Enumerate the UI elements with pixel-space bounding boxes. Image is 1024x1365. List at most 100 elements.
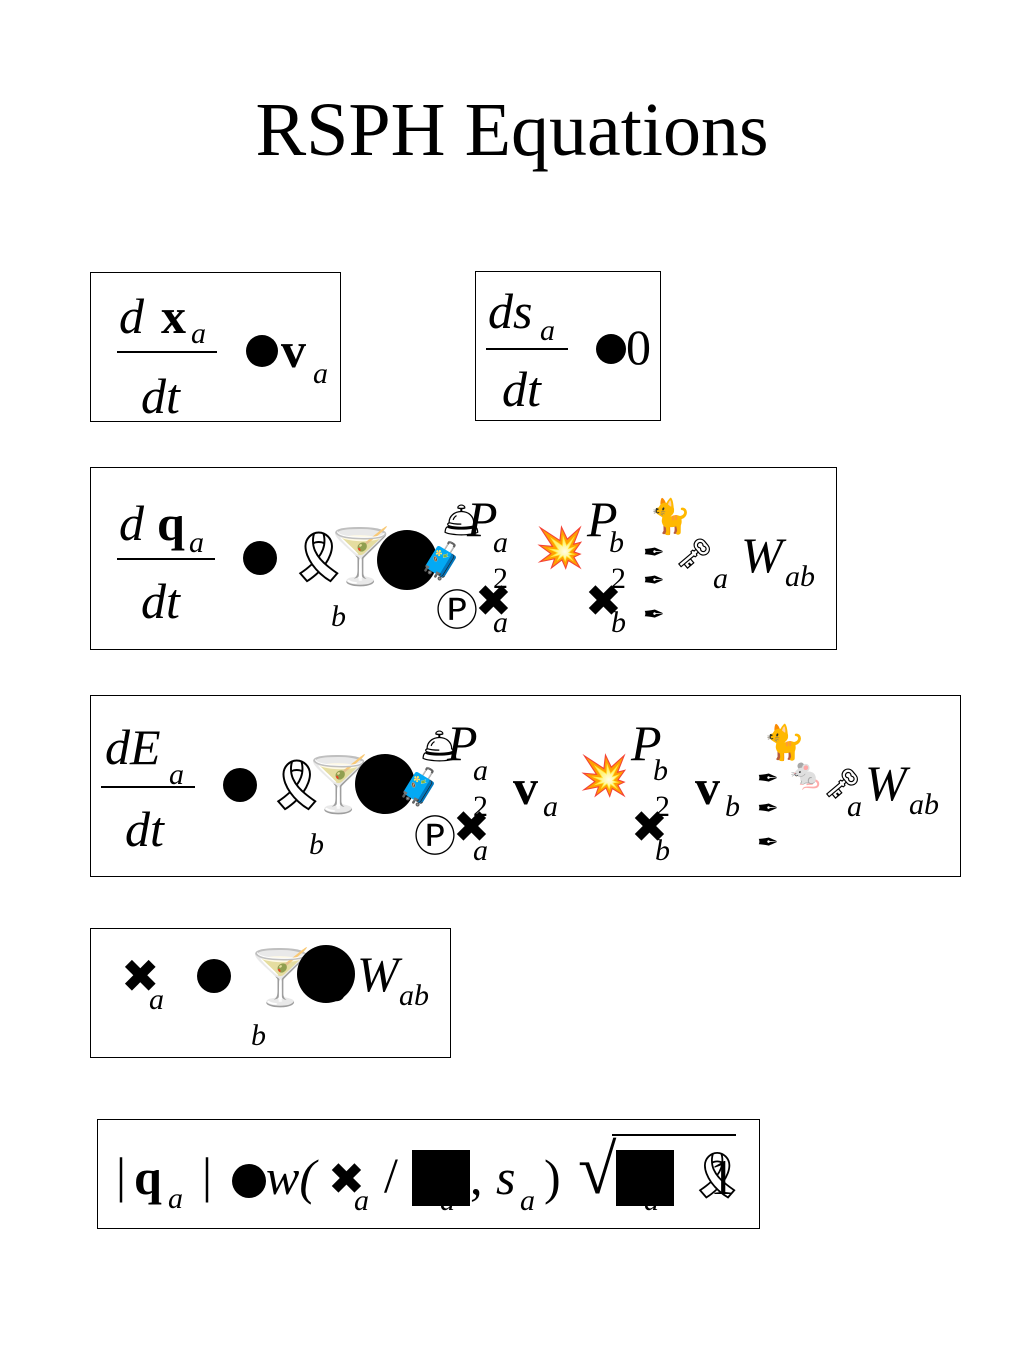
equals-bullet-icon xyxy=(246,335,278,367)
density-exponent: 2 xyxy=(473,790,488,823)
sqrt-overline xyxy=(612,1134,736,1136)
cross-icon: ✖ xyxy=(631,802,668,853)
density-sub-b: b xyxy=(655,834,670,867)
subscript-a: a xyxy=(191,317,206,350)
velocity-v: v xyxy=(281,322,306,378)
numerator-de: dE xyxy=(105,719,161,775)
pressure-sub-b: b xyxy=(609,526,624,559)
zero-value: 0 xyxy=(626,319,651,375)
equation-box-entropy: ds a dt 0 xyxy=(475,271,661,421)
pen-icon: ✒ xyxy=(643,566,665,596)
velocity-sub-b: b xyxy=(725,790,740,823)
kernel-w: W xyxy=(741,527,783,583)
denominator-dt: dt xyxy=(502,361,541,417)
pen-icon: ✒ xyxy=(757,794,779,824)
equation-box-artificial-viscosity: | q a | w( ✖ a / a , s a ) √ a 🎗 1 xyxy=(97,1119,760,1229)
sum-subscript-b: b xyxy=(331,600,346,633)
reference-density-square-icon xyxy=(412,1150,470,1206)
pressure-p: P xyxy=(447,715,478,771)
q-symbol: q xyxy=(134,1149,162,1205)
pen-icon: ✒ xyxy=(643,600,665,630)
denominator-dt: dt xyxy=(125,801,164,857)
ribbon-icon: 🎗 xyxy=(287,528,351,586)
luggage-icon: 🧳 xyxy=(419,541,464,582)
density-sub-b: b xyxy=(611,606,626,639)
density-sub-a: a xyxy=(354,1184,369,1217)
equation-box-density: ✖ a 🍸 b b W ab xyxy=(90,928,451,1058)
parking-icon: Ⓟ xyxy=(414,812,457,861)
equation-box-position: d x a dt v a xyxy=(90,272,341,422)
pressure-p: P xyxy=(631,715,662,771)
slash: / xyxy=(384,1147,398,1203)
mouse-icon: 🐁 xyxy=(787,757,825,792)
page-title: RSPH Equations xyxy=(255,88,769,172)
numerator-d: d xyxy=(119,495,144,551)
equation-box-energy: dE a dt 🎗 🍸 b 🛎 🧳 Ⓟ ✖ P a 2 a v a 💥 P b … xyxy=(90,695,961,877)
pressure-sub-b: b xyxy=(653,754,668,787)
subscript-a: a xyxy=(847,790,862,823)
subscript-a: a xyxy=(313,357,328,390)
cross-icon: ✖ xyxy=(328,1154,365,1205)
fraction-bar xyxy=(486,348,568,350)
sqrt-sub-a: a xyxy=(644,1184,659,1217)
fraction-bar xyxy=(101,786,195,788)
ribbon-icon: 🎗 xyxy=(265,756,329,814)
entropy-sub-a: a xyxy=(520,1184,535,1217)
ref-sub-a: a xyxy=(440,1184,455,1217)
pen-icon: ✒ xyxy=(757,764,779,794)
numerator-x: x xyxy=(161,288,186,344)
density-sub-a: a xyxy=(473,834,488,867)
equals-bullet-icon xyxy=(243,541,277,575)
comma: , xyxy=(470,1149,483,1205)
bell-icon: 🛎 xyxy=(441,501,482,539)
fraction-bar xyxy=(117,351,217,353)
density-sub-a: a xyxy=(149,983,164,1016)
explosion-icon: 💥 xyxy=(535,525,585,571)
denominator-dt: dt xyxy=(141,573,180,629)
subscript-a: a xyxy=(713,562,728,595)
mass-bullet-icon xyxy=(297,945,355,1003)
density-ratio-square-icon xyxy=(616,1150,674,1206)
kernel-w: W xyxy=(357,946,399,1002)
subscript-a: a xyxy=(189,526,204,559)
density-exponent: 2 xyxy=(655,790,670,823)
equals-bullet-icon xyxy=(223,768,257,802)
cross-icon: ✖ xyxy=(121,949,160,1003)
cat-icon: 🐈 xyxy=(649,497,692,537)
pressure-sub-a: a xyxy=(493,526,508,559)
cross-icon: ✖ xyxy=(475,576,512,627)
equation-box-momentum: d q a dt 🎗 🍸 b 🛎 🧳 Ⓟ ✖ P a 2 a 💥 P b 2 ✖… xyxy=(90,467,837,650)
density-sub-a: a xyxy=(493,606,508,639)
one-value: 1 xyxy=(710,1149,735,1205)
density-exponent: 2 xyxy=(611,562,626,595)
mass-bullet-icon xyxy=(377,530,437,590)
velocity-v: v xyxy=(695,759,720,815)
pen-icon: ✒ xyxy=(643,538,665,568)
kernel-sub-ab: ab xyxy=(785,560,815,593)
velocity-sub-a: a xyxy=(543,790,558,823)
abs-bar-right: | xyxy=(202,1147,213,1203)
entropy-s: s xyxy=(496,1149,516,1205)
sum-subscript-b: b xyxy=(309,828,324,861)
abs-bar-left: | xyxy=(116,1147,127,1203)
fraction-bar xyxy=(117,558,215,560)
velocity-v: v xyxy=(513,759,538,815)
w-function: w( xyxy=(266,1149,316,1205)
ribbon-icon: 🎗 xyxy=(688,1148,747,1202)
luggage-icon: 🧳 xyxy=(397,767,442,808)
density-exponent: 2 xyxy=(493,562,508,595)
parking-icon: Ⓟ xyxy=(436,586,479,635)
equals-bullet-icon xyxy=(596,334,626,364)
kernel-sub-ab: ab xyxy=(909,788,939,821)
subscript-a: a xyxy=(169,758,184,791)
cross-icon: ✖ xyxy=(453,802,490,853)
q-sub-a: a xyxy=(168,1182,183,1215)
close-paren: ) xyxy=(544,1149,561,1205)
key-icon: 🗝 xyxy=(675,537,714,572)
equals-bullet-icon xyxy=(197,959,231,993)
numerator-d: d xyxy=(119,288,144,344)
numerator-ds: ds xyxy=(488,283,533,339)
sqrt-icon: √ xyxy=(578,1132,617,1209)
pressure-p: P xyxy=(467,491,498,547)
sum-subscript-b: b xyxy=(251,1019,266,1052)
